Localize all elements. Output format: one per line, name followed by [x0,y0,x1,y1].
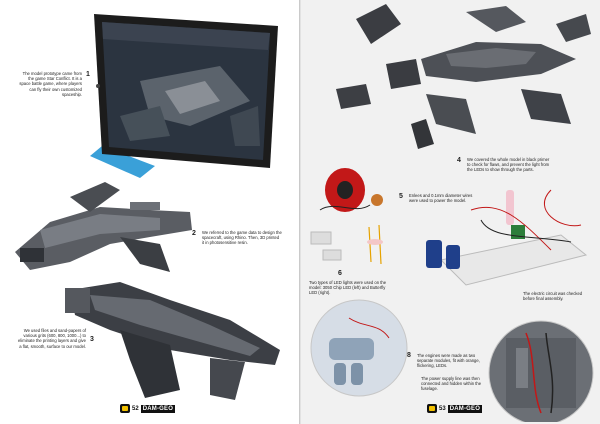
caption-8: The engines were made as two separate mo… [417,353,480,369]
caption-number-8: 8 [407,352,411,359]
caption-5: Enlees and 0.1mm diameter wires were use… [409,193,473,204]
power-supply-photo [488,320,594,422]
wire-spool-photo [319,168,383,212]
tablet-photo [90,14,278,178]
caption-7: The electric circuit was checked before … [523,291,583,302]
page-gutter [299,0,301,424]
caption-1: The model prototype came from the game S… [19,71,82,97]
page-footer-logo-left: 52 DAM-GEO [120,404,176,413]
caption-number-4: 4 [457,157,461,164]
caption-4: We covered the whole model in black prim… [467,157,550,173]
caption-number-3: 3 [90,336,94,343]
dam-geo-logo-icon [427,404,437,413]
caption-3: We used files and sand-papers of various… [18,328,86,349]
right-page: 4 We covered the whole model in black pr… [301,0,600,424]
led-lights-photo [310,224,383,265]
brand-left: DAM-GEO [140,404,176,413]
caption-9: The power supply line was then connected… [421,376,482,392]
page-footer-logo-right: 53 DAM-GEO [427,404,483,413]
spaceship-photo-top [15,182,192,272]
caption-number-1: 1 [86,71,90,78]
breadboard-circuit-photo [426,189,588,286]
engine-modules-photo [310,299,408,397]
spaceship-photo-bottom [65,282,280,400]
caption-number-5: 5 [399,193,403,200]
brand-right: DAM-GEO [447,404,483,413]
caption-number-6: 6 [338,270,342,277]
left-page: 1 The model prototype came from the game… [0,0,299,424]
primed-parts-photo [336,4,591,149]
page-number-left: 52 [132,405,139,412]
dam-geo-logo-icon [120,404,130,413]
caption-2: We referred to the game data to design t… [202,230,282,246]
caption-number-2: 2 [192,230,196,237]
page-number-right: 53 [439,405,446,412]
caption-6: Two types of LED lights were used on the… [309,280,387,296]
